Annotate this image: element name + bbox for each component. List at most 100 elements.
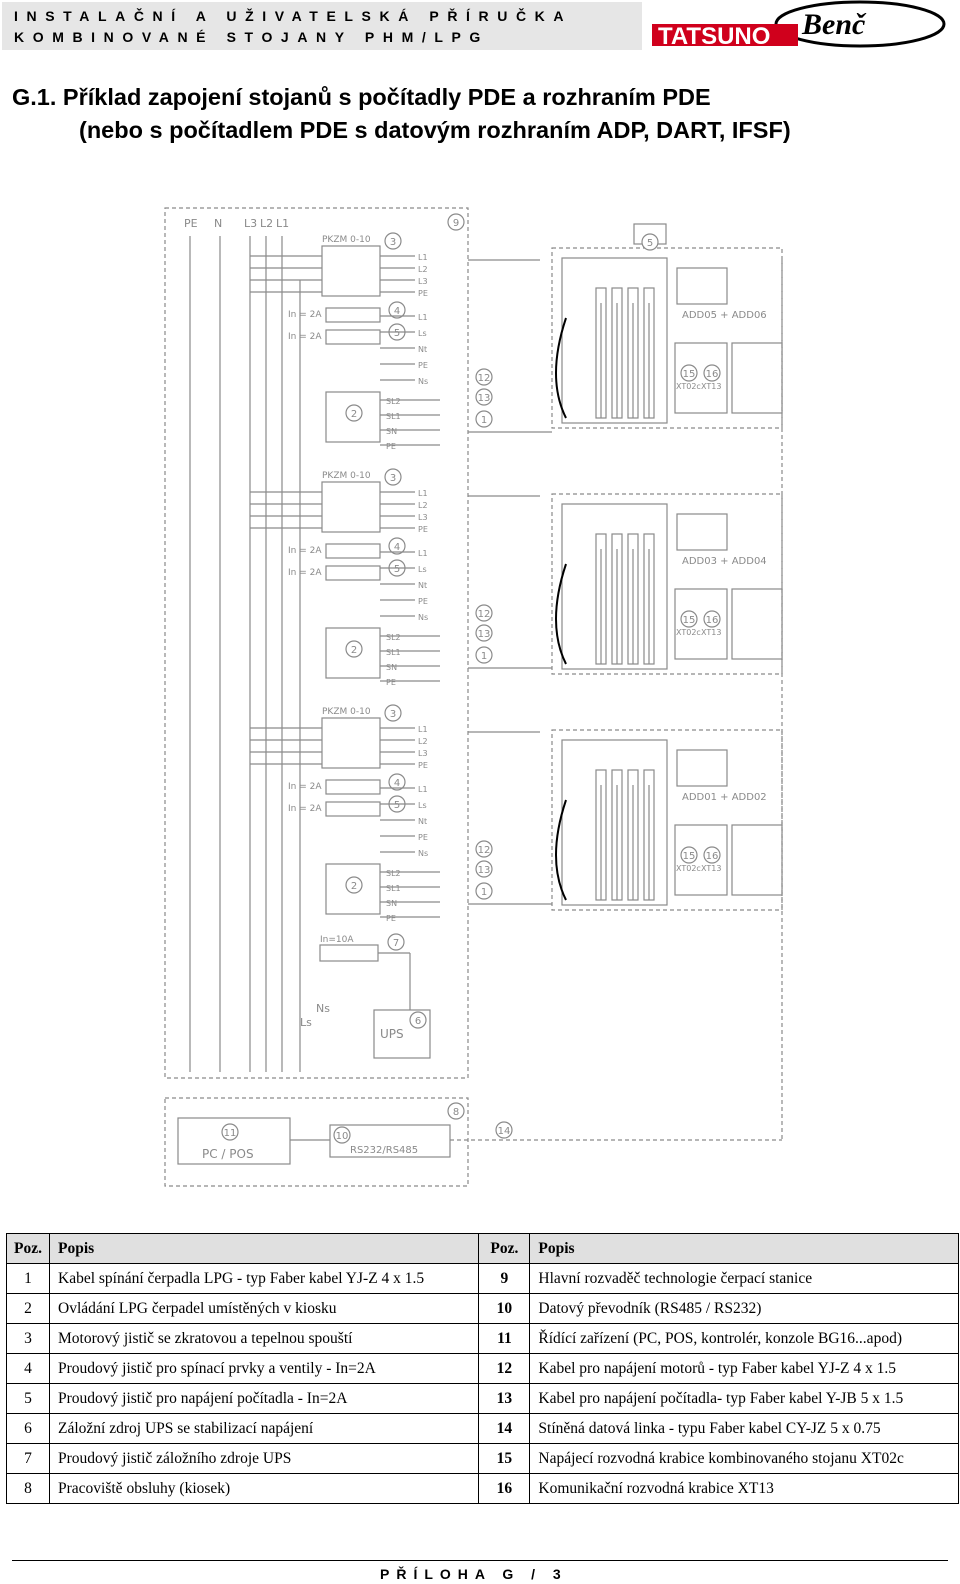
terminal-label: PE: [386, 678, 396, 687]
motor-breaker: [321, 481, 381, 533]
breaker-label: In = 2A: [288, 782, 322, 792]
kiosk-outline: [164, 1097, 469, 1187]
main-distribution-board: [164, 207, 469, 1079]
pos-description: Kabel pro napájení počítadla- typ Faber …: [529, 1383, 959, 1414]
position-number: 1: [481, 887, 487, 898]
terminal-label: Ns: [316, 1002, 330, 1015]
legend-head-popis: Popis: [48, 1233, 480, 1264]
terminal-label: L1: [418, 785, 428, 794]
pos-description: Komunikační rozvodná krabice XT13: [529, 1473, 959, 1504]
legend-head-poz: Poz.: [6, 1233, 50, 1264]
position-number: 12: [478, 373, 491, 384]
terminal-label: SL1: [386, 884, 401, 893]
display-unit: [676, 267, 728, 305]
junction-label: XT02c: [676, 382, 701, 391]
page-footer: PŘÍLOHA G / 3: [380, 1566, 568, 1582]
dispenser-outline: [551, 493, 783, 675]
terminal-label: SN: [386, 427, 397, 436]
position-number: 5: [647, 238, 653, 249]
terminal-label: L3: [418, 513, 428, 522]
position-number: 10: [336, 1131, 349, 1142]
breaker-label: In = 2A: [288, 332, 322, 342]
position-marker: [333, 1126, 351, 1144]
pos-number: 13: [478, 1383, 531, 1414]
junction-box-xt13: [731, 588, 783, 660]
position-marker: [475, 860, 493, 878]
position-number: 4: [394, 306, 400, 317]
pos-description: Ovládání LPG čerpadel umístěných v kiosk…: [48, 1293, 480, 1324]
pos-description: Kabel pro napájení motorů - typ Faber ka…: [529, 1353, 959, 1384]
pos-number: 7: [6, 1443, 50, 1474]
position-marker: [680, 610, 698, 628]
current-breaker: [325, 543, 381, 559]
junction-label: XT13: [701, 382, 721, 391]
terminal-label: L1: [418, 489, 428, 498]
terminal-label: L3: [418, 277, 428, 286]
lpg-hose: [555, 799, 567, 901]
breaker-label: PKZM 0-10: [322, 235, 371, 245]
position-number: 12: [478, 845, 491, 856]
position-marker: [703, 846, 721, 864]
terminal-label: PE: [418, 361, 428, 370]
ups-breaker: [319, 944, 379, 962]
pos-description: Řídící zařízení (PC, POS, kontrolér, kon…: [529, 1323, 959, 1354]
breaker-label: PKZM 0-10: [322, 707, 371, 717]
header-title-line1: INSTALAČNÍ A UŽIVATELSKÁ PŘÍRUČKA: [14, 8, 573, 24]
motor-breaker: [321, 717, 381, 769]
display-label: ADD01 + ADD02: [682, 792, 767, 803]
position-number: 1: [481, 415, 487, 426]
position-number: 3: [390, 709, 396, 720]
position-marker: [475, 840, 493, 858]
terminal-label: Ls: [300, 1016, 312, 1029]
breaker-label: In=10A: [320, 935, 354, 945]
breaker-label: In = 2A: [288, 568, 322, 578]
position-marker: [475, 882, 493, 900]
terminal-label: Nt: [418, 345, 427, 354]
terminal-label: SL1: [386, 412, 401, 421]
position-number: 16: [706, 615, 719, 626]
position-number: 15: [683, 615, 696, 626]
position-number: 3: [390, 473, 396, 484]
position-number: 7: [393, 938, 399, 949]
position-number: 11: [224, 1128, 237, 1139]
position-marker: [345, 404, 363, 422]
position-number: 12: [478, 609, 491, 620]
terminal-label: PE: [418, 289, 428, 298]
display-label: ADD03 + ADD04: [682, 556, 767, 567]
terminal-label: Ns: [418, 377, 428, 386]
position-marker: [475, 624, 493, 642]
position-marker: [475, 410, 493, 428]
junction-label: XT02c: [676, 628, 701, 637]
footer-rule: [12, 1560, 948, 1561]
busbar-label: PE: [184, 217, 198, 230]
lpg-hose: [555, 317, 567, 419]
position-marker: [680, 364, 698, 382]
section-title-line2: (nebo s počítadlem PDE s datovým rozhran…: [79, 117, 791, 143]
position-number: 3: [390, 237, 396, 248]
terminal-label: Ls: [418, 565, 427, 574]
terminal-label: PE: [386, 914, 396, 923]
display-label: ADD05 + ADD06: [682, 310, 767, 321]
terminal-label: L1: [418, 253, 428, 262]
position-marker: [475, 604, 493, 622]
data-converter: [329, 1124, 451, 1158]
busbar-label: L2: [260, 217, 273, 230]
position-number: 4: [394, 542, 400, 553]
pc-pos-unit: [177, 1117, 291, 1165]
terminal-label: SN: [386, 663, 397, 672]
pos-description: Datový převodník (RS485 / RS232): [529, 1293, 959, 1324]
position-number: 14: [498, 1126, 511, 1137]
position-marker: [221, 1123, 239, 1141]
pos-number: 3: [6, 1323, 50, 1354]
position-marker: [703, 364, 721, 382]
terminal-label: SL2: [386, 633, 401, 642]
ups-label: UPS: [380, 1027, 404, 1041]
pos-description: Proudový jistič pro napájení počítadla -…: [48, 1383, 480, 1414]
terminal-label: SL1: [386, 648, 401, 657]
position-marker: [388, 537, 406, 555]
logo-tatsuno-text: TATSUNO: [658, 23, 770, 50]
